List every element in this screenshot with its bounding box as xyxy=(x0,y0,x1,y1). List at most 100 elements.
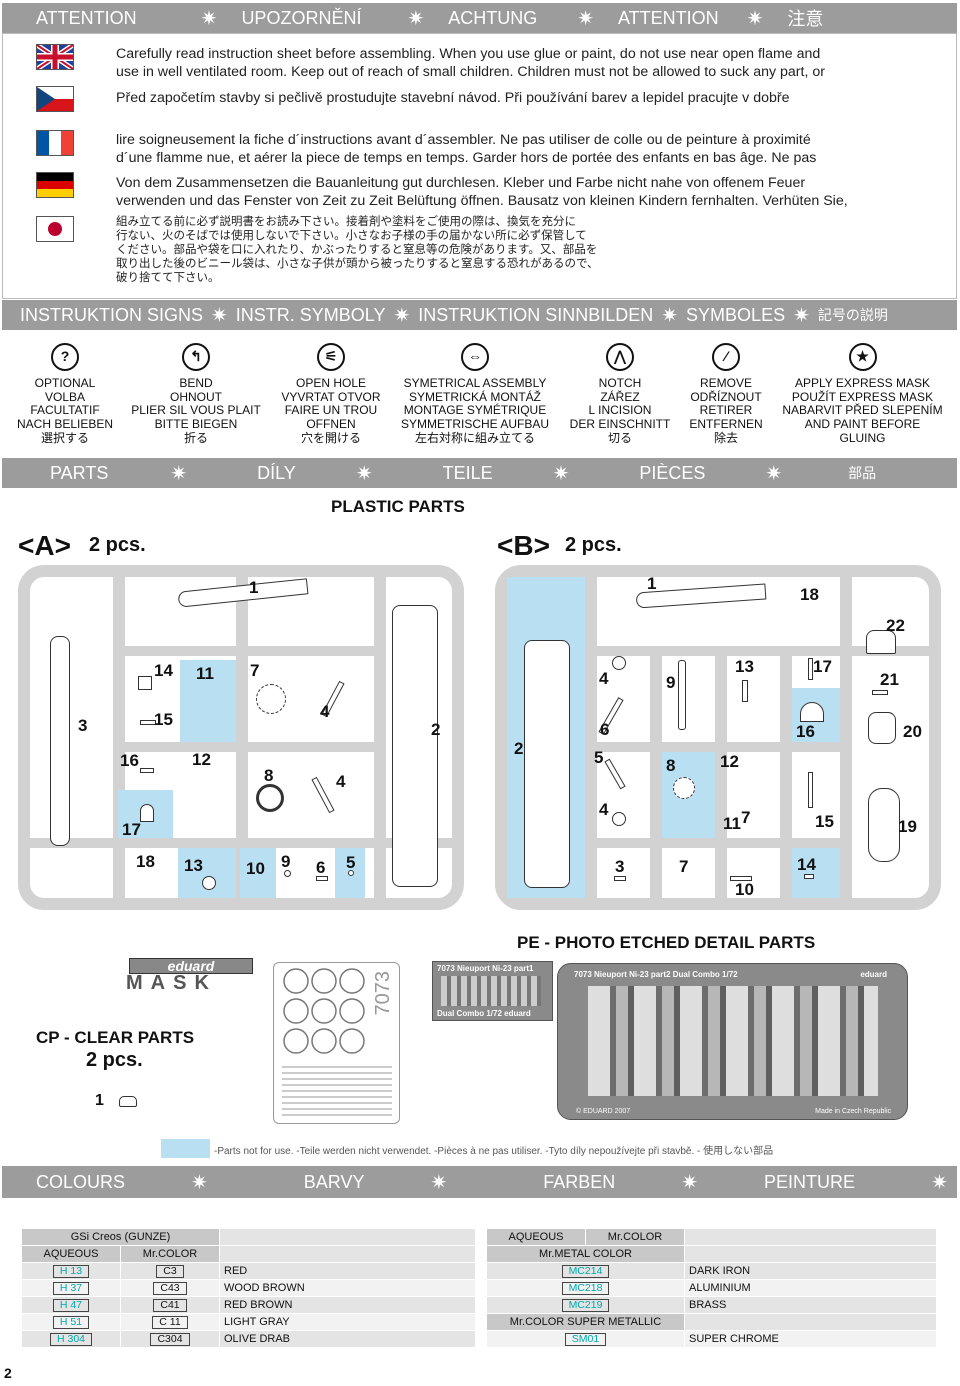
part-b20 xyxy=(868,712,896,744)
colours-header-bar: COLOURS ✷ BARVY ✷ FARBEN ✷ PEINTURE ✷ 色 xyxy=(2,1166,957,1198)
part-a13-part xyxy=(202,876,216,890)
label-b11: 11 xyxy=(723,814,741,833)
label-b1: 1 xyxy=(647,574,657,593)
french-flag-icon xyxy=(36,130,74,156)
label-a5: 5 xyxy=(346,853,356,872)
mask-icon: ★ xyxy=(848,343,877,371)
part-b19-windscreen xyxy=(868,788,900,862)
warning-jp: 組み立てる前に必ず説明書をお読み下さい。接着剤や塗料をご使用の際は、換気を充分に… xyxy=(116,216,599,284)
label-b9: 9 xyxy=(666,673,676,692)
label-a2: 2 xyxy=(431,720,441,739)
part-b17 xyxy=(808,658,813,680)
unused-part-10 xyxy=(240,848,276,898)
label-b15: 15 xyxy=(815,812,834,831)
part-b16-part xyxy=(800,702,824,722)
warning-fr: lire soigneusement la fiche d´instructio… xyxy=(116,132,817,166)
warning-en: Carefully read instruction sheet before … xyxy=(116,46,825,80)
mask-logo-label: MASK xyxy=(126,972,217,994)
clear-part-1 xyxy=(119,1096,137,1107)
label-b22: 22 xyxy=(886,616,905,635)
pe-fret-2: 7073 Nieuport Ni-23 part2 Dual Combo 1/7… xyxy=(557,963,908,1120)
japan-flag-icon xyxy=(36,216,74,242)
sprue-b-frame xyxy=(495,565,941,910)
mask-code: 7073 xyxy=(372,971,394,1016)
warning-de: Von dem Zusammensetzen die Bauanleitung … xyxy=(116,175,848,209)
bend-icon: ↰ xyxy=(182,343,210,371)
label-a1: 1 xyxy=(249,578,259,597)
part-b4-disc xyxy=(612,656,626,670)
label-b5: 5 xyxy=(594,748,604,767)
label-a4b: 4 xyxy=(336,772,346,791)
signs-header-bar: INSTRUKTION SIGNS ✷ INSTR. SYMBOLY ✷ INS… xyxy=(2,300,957,330)
attention-box xyxy=(2,33,957,299)
label-b13: 13 xyxy=(735,657,754,676)
legend-text: -Parts not for use. -Teile werden nicht … xyxy=(214,1146,774,1157)
pe-fret-1: 7073 Nieuport Ni-23 part1 Dual Combo 1/7… xyxy=(432,961,553,1021)
warning-cz: Před započetím stavby si pečlivě prostud… xyxy=(116,90,790,106)
label-b7-2: 7 xyxy=(679,857,689,876)
label-a12: 12 xyxy=(192,750,211,769)
symmetric-icon: ⇔ xyxy=(461,343,489,371)
label-b4: 4 xyxy=(599,669,609,688)
part-b22-seat xyxy=(866,630,896,654)
legend-unused-swatch xyxy=(161,1139,210,1158)
part-b2-upper-wing xyxy=(524,640,570,888)
label-b14: 14 xyxy=(797,855,816,874)
part-b9-propeller xyxy=(678,660,686,730)
label-a3: 3 xyxy=(78,716,88,735)
label-b21: 21 xyxy=(880,670,899,689)
part-b10 xyxy=(730,876,752,881)
label-b4-2: 4 xyxy=(599,800,609,819)
question-icon: ? xyxy=(51,343,79,371)
notch-icon: ⋀ xyxy=(606,343,634,371)
label-b3: 3 xyxy=(615,857,625,876)
part-a7-engine xyxy=(256,684,286,714)
attention-jp: 注意 xyxy=(787,9,824,29)
part-a8-cowling xyxy=(256,784,284,812)
label-b18: 18 xyxy=(800,585,819,604)
part-a3-wing xyxy=(50,636,70,846)
label-a6: 6 xyxy=(316,858,326,877)
remove-icon: ⁄ xyxy=(712,343,740,371)
clear-parts-title: CP - CLEAR PARTS xyxy=(36,1028,195,1047)
part-a17-part xyxy=(140,804,154,822)
part-a15 xyxy=(140,720,156,725)
attention-cz: UPOZORNĚNÍ xyxy=(241,7,362,28)
page-number: 2 xyxy=(4,1365,12,1381)
part-b15 xyxy=(808,772,813,808)
attention-header-bar: ATTENTION ✷ UPOZORNĚNÍ ✷ ACHTUNG ✷ ATTEN… xyxy=(2,3,957,33)
label-a4: 4 xyxy=(320,702,330,721)
part-a16 xyxy=(140,768,154,773)
label-b17: 17 xyxy=(813,657,832,676)
label-a18: 18 xyxy=(136,852,155,871)
label-b19: 19 xyxy=(898,817,917,836)
sprue-b-count: 2 pcs. xyxy=(565,534,622,556)
unused-part-11 xyxy=(180,660,236,742)
part-a5-part xyxy=(348,870,354,876)
label-a13: 13 xyxy=(184,856,203,875)
part-a6 xyxy=(316,876,328,881)
label-b20: 20 xyxy=(903,722,922,741)
part-b3 xyxy=(614,876,626,881)
german-flag-icon xyxy=(36,172,74,198)
attention-en: ATTENTION xyxy=(36,7,137,28)
label-a17: 17 xyxy=(122,820,141,839)
sprue-a-label: <A> xyxy=(18,530,71,561)
label-a14: 14 xyxy=(154,661,173,680)
parts-header-bar: PARTS ✷ DÍLY ✷ TEILE ✷ PIÈCES ✷ 部品 xyxy=(2,458,957,488)
label-a8: 8 xyxy=(264,766,274,785)
drill-icon: ⚟ xyxy=(317,343,345,371)
mask-sheet: 7073 xyxy=(273,962,400,1124)
part-b8-engine xyxy=(673,777,695,799)
label-b10: 10 xyxy=(735,880,754,899)
clear-part-label: 1 xyxy=(95,1092,104,1109)
label-a16: 16 xyxy=(120,751,139,770)
part-a2-upper-wing xyxy=(392,605,438,887)
